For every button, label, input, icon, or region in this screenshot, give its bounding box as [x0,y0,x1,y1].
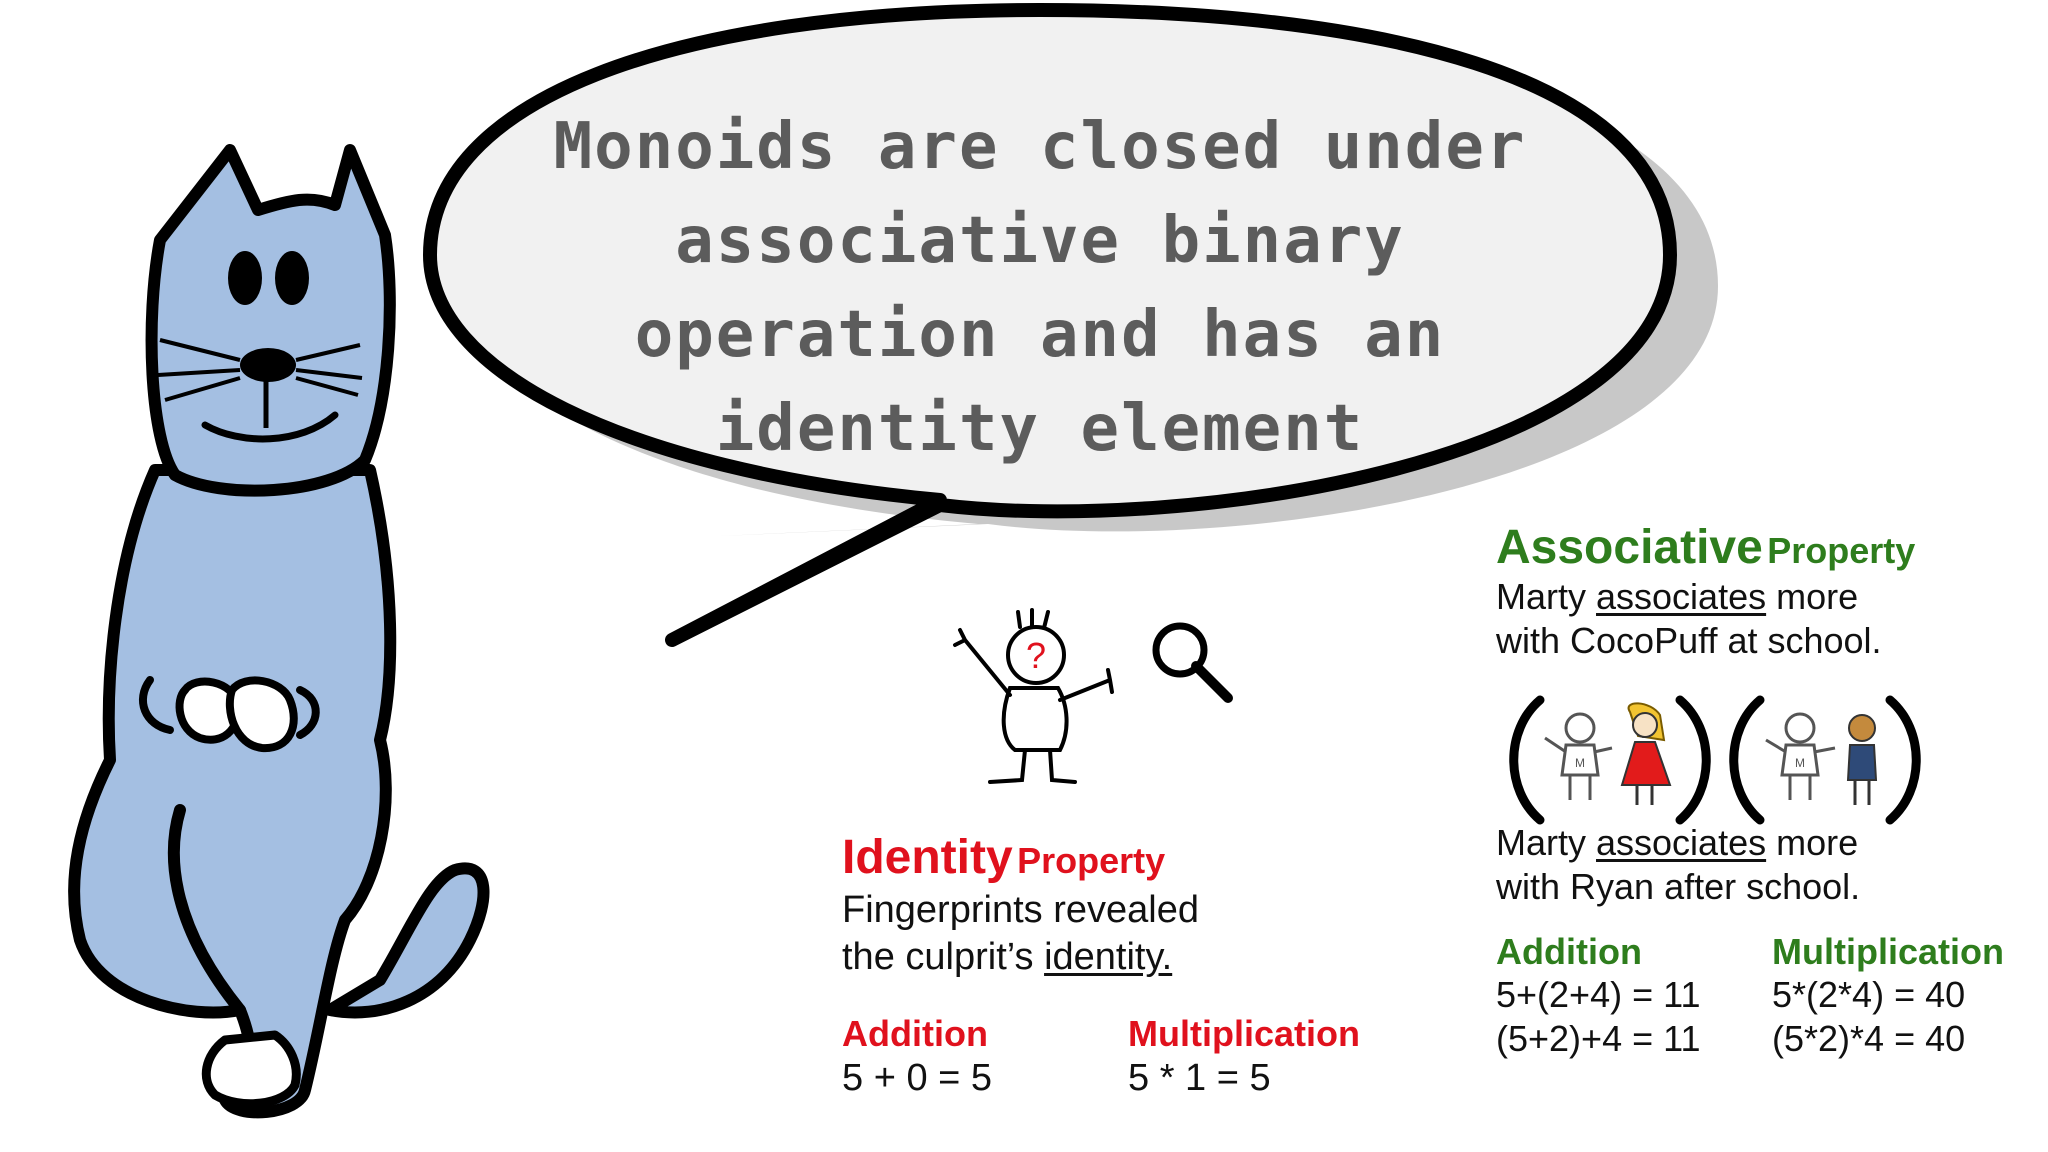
identity-operations: Addition 5 + 0 = 5 Multiplication 5 * 1 … [842,1013,1402,1123]
assoc-desc2-line1: Marty associates more [1496,821,2036,865]
assoc-desc2-underlined: associates [1596,822,1767,863]
identity-description: Fingerprints revealed the culprit’s iden… [842,887,1402,981]
assoc-desc2-line2: with Ryan after school. [1496,866,1861,907]
cat-whiskers [157,338,363,402]
identity-desc-underlined: identity. [1044,936,1173,978]
identity-multiplication-label: Multiplication [1128,1013,1360,1054]
associative-property-panel: Associative Property Marty associates mo… [1496,520,2036,1081]
cat-arm-right [296,686,320,739]
speech-line-1: Monoids are closed under [553,110,1527,184]
assoc-multiplication-example-2: (5*2)*4 = 40 [1772,1018,1966,1059]
cat-foot [201,1030,301,1109]
identity-addition: Addition 5 + 0 = 5 [842,1013,992,1101]
assoc-desc1-prefix: Marty [1496,576,1597,617]
identity-property-panel: Identity Property Fingerprints revealed … [842,830,1402,1123]
identity-addition-label: Addition [842,1013,988,1054]
cat-nose [240,348,296,382]
cat-paw-right [225,676,298,753]
assoc-desc1-line2: with CocoPuff at school. [1496,620,1882,661]
cat-mouth [201,411,339,443]
cat-tail [324,862,490,1019]
ryan-figure [1846,714,1878,805]
detective-figure: ? [953,608,1114,784]
assoc-desc1-underlined: associates [1596,576,1767,617]
assoc-multiplication: Multiplication 5*(2*4) = 40 (5*2)*4 = 40 [1772,931,2004,1061]
assoc-multiplication-example-1: 5*(2*4) = 40 [1772,974,1966,1015]
marty-figure-1: M [1544,712,1613,800]
detective-question-mark: ? [1026,635,1046,676]
speech-line-3: operation and has an [634,298,1446,372]
cat-eye-right [275,251,309,305]
cat-character [68,144,490,1119]
cat-head [145,144,396,497]
assoc-multiplication-label: Multiplication [1772,931,2004,972]
identity-multiplication: Multiplication 5 * 1 = 5 [1128,1013,1360,1101]
identity-desc-line2: the culprit’s identity. [842,934,1402,981]
identity-title-main: Identity [842,831,1013,884]
cat-arm-left [138,676,174,734]
associative-description-2: Marty associates more with Ryan after sc… [1496,821,2036,909]
cat-paw-left [175,677,243,744]
identity-title: Identity Property [842,830,1402,885]
paren-open-1 [1509,695,1545,825]
assoc-desc1-suffix: more [1766,576,1859,617]
identity-desc-prefix: the culprit’s [842,936,1045,978]
assoc-addition-example-1: 5+(2+4) = 11 [1496,974,1701,1015]
cocopuff-figure [1620,702,1672,805]
identity-multiplication-example: 5 * 1 = 5 [1128,1057,1271,1099]
speech-bubble [423,3,1677,647]
assoc-addition-label: Addition [1496,931,1642,972]
svg-text:M: M [1795,756,1805,770]
identity-desc-line1: Fingerprints revealed [842,889,1199,931]
cat-eye-left [228,251,262,305]
associative-title-sub: Property [1767,530,1916,571]
paren-close-1 [1675,695,1711,825]
paren-open-2 [1729,695,1765,825]
paren-close-2 [1885,695,1921,825]
assoc-desc1-line1: Marty associates more [1496,575,2036,619]
assoc-addition: Addition 5+(2+4) = 11 (5+2)+4 = 11 [1496,931,1701,1061]
associative-title: Associative Property [1496,520,2036,575]
associative-description-1: Marty associates more with CocoPuff at s… [1496,575,2036,663]
identity-addition-example: 5 + 0 = 5 [842,1057,993,1099]
speech-bubble-text: Monoids are closed under associative bin… [470,100,1610,476]
speech-line-4: identity element [715,392,1365,466]
svg-text:M: M [1575,756,1585,770]
assoc-addition-example-2: (5+2)+4 = 11 [1496,1018,1701,1059]
speech-line-2: associative binary [675,204,1405,278]
identity-title-sub: Property [1017,840,1166,881]
marty-figure-2: M [1765,712,1836,800]
assoc-desc2-prefix: Marty [1496,822,1597,863]
cat-face [157,251,363,443]
associative-title-main: Associative [1496,521,1763,574]
cat-leg-line [167,804,246,1016]
associative-operations: Addition 5+(2+4) = 11 (5+2)+4 = 11 Multi… [1496,931,2036,1081]
associative-figures: M M [1509,695,1921,825]
magnifying-glass-icon [1152,622,1233,703]
assoc-desc2-suffix: more [1766,822,1859,863]
